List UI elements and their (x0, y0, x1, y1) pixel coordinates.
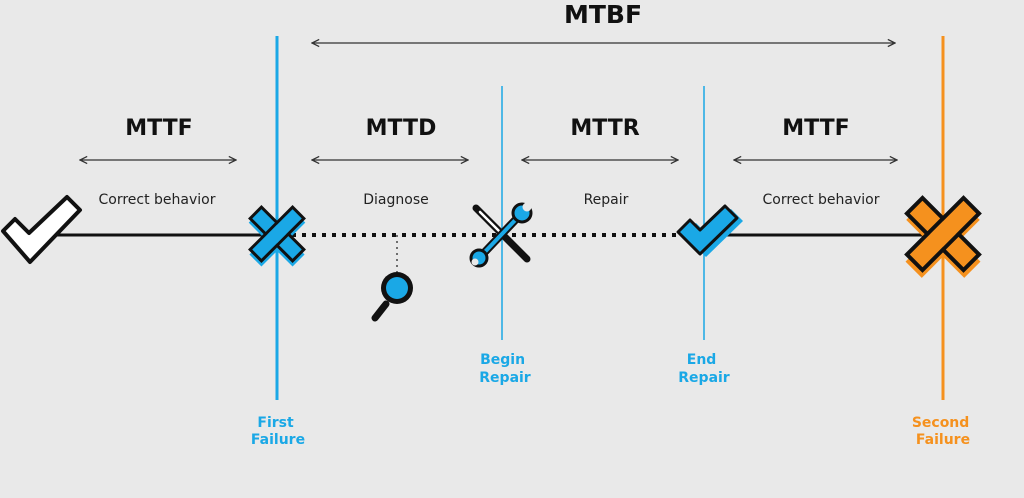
orange-x-icon (904, 195, 982, 278)
first-failure-label: First Failure (251, 415, 305, 448)
segment-desc-correct-behavior-2: Correct behavior (763, 192, 880, 208)
segment-desc-diagnose: Diagnose (363, 192, 428, 208)
blue-x-icon (248, 205, 306, 267)
segment-desc-correct-behavior-1: Correct behavior (99, 192, 216, 208)
segment-title-mttd: MTTD (366, 116, 437, 141)
blue-check-icon (676, 204, 743, 257)
segment-title-mttr: MTTR (570, 116, 639, 141)
mtbf-title: MTBF (564, 0, 642, 29)
wrench-screwdriver-icon (469, 202, 533, 268)
begin-repair-label: Begin Repair (479, 352, 531, 386)
segment-title-mttf-1: MTTF (125, 116, 192, 141)
magnifier-icon (371, 272, 413, 322)
segment-title-mttf-2: MTTF (782, 116, 849, 141)
segment-desc-repair: Repair (584, 192, 629, 208)
second-failure-label: Second Failure (912, 415, 974, 448)
check-icon (1, 195, 82, 264)
end-repair-label: End Repair (678, 352, 730, 386)
